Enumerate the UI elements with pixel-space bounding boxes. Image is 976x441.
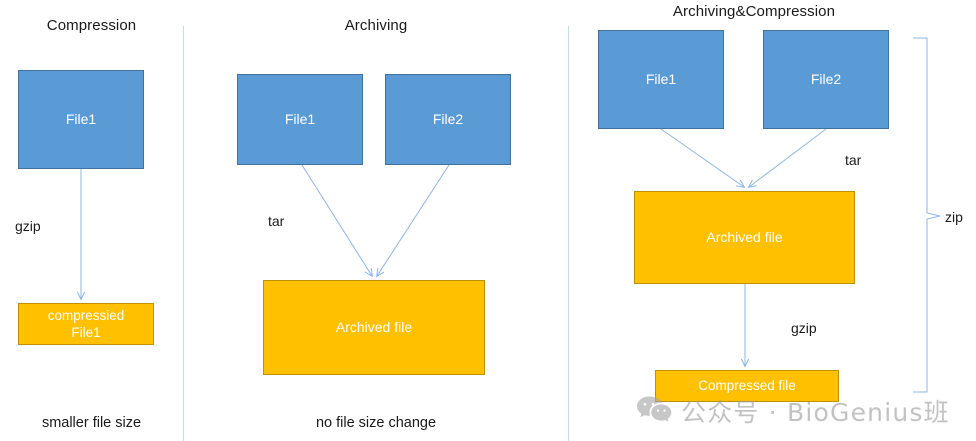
label-gzip-panel3: gzip [791,320,817,336]
box-compressed-file1-panel1: compressied File1 [18,303,154,345]
box-file1-panel1: File1 [18,70,144,169]
box-file1-panel3: File1 [598,30,724,129]
box-file1-panel2: File1 [237,74,363,165]
box-archived-file-panel2: Archived file [263,280,485,375]
panel-title-archiving: Archiving [344,17,408,34]
label-tar-panel2: tar [268,213,285,229]
panel-divider-2 [568,26,569,441]
label-tar-panel3: tar [845,152,862,168]
box-file2-panel2: File2 [385,74,511,165]
caption-panel1: smaller file size [41,415,142,431]
label-gzip-panel1: gzip [15,218,41,234]
arrow-p3-file1-to-archive [660,128,744,187]
arrow-p2-file2-to-archive [377,164,450,276]
panel-title-archiving-compression: Archiving&Compression [672,3,836,20]
zip-bracket [913,37,941,393]
box-archived-file-panel3: Archived file [634,191,855,284]
box-file2-panel3: File2 [763,30,889,129]
caption-panel2: no file size change [315,415,437,431]
arrow-p3-file2-to-archive [749,128,827,187]
box-compressed-file-panel3: Compressed file [655,370,839,402]
panel-title-compression: Compression [46,17,137,34]
arrow-p2-file1-to-archive [301,164,372,276]
panel-divider-1 [183,26,184,441]
label-zip-panel3: zip [945,209,963,225]
